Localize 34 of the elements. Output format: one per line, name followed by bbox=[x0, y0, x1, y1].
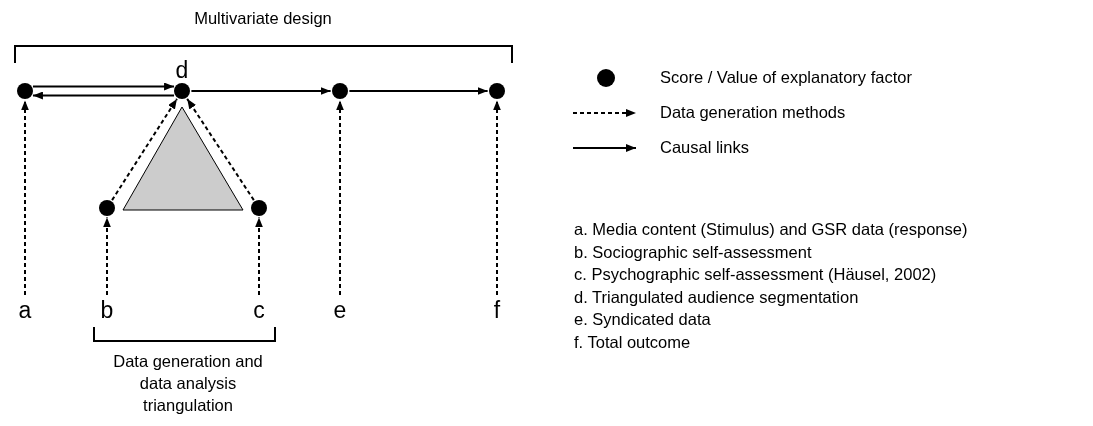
arrow bbox=[190, 87, 332, 95]
legend-text: Data generation methods bbox=[660, 102, 846, 122]
dashed-arrow bbox=[336, 99, 344, 296]
factor-letter: c bbox=[249, 297, 269, 323]
legend-text: Score / Value of explanatory factor bbox=[660, 67, 912, 87]
legend-text: Causal links bbox=[660, 137, 749, 157]
dashed-arrow bbox=[103, 216, 111, 296]
definition-text: c. Psychographic self-assessment (Häusel, 2002) bbox=[574, 264, 937, 284]
arrow bbox=[348, 87, 489, 95]
definition-text: e. Syndicated data bbox=[574, 309, 711, 329]
factor-letter: e bbox=[330, 297, 350, 323]
score-dot bbox=[489, 83, 505, 99]
score-dot bbox=[99, 200, 115, 216]
arrow bbox=[31, 91, 176, 100]
dashed-arrow bbox=[186, 97, 255, 202]
dashed-arrow bbox=[255, 216, 263, 296]
bracket-label: Data generation and data analysis triangulation bbox=[112, 351, 264, 416]
definition-text: d. Triangulated audience segmentation bbox=[574, 286, 859, 307]
factor-letter: a bbox=[15, 297, 35, 323]
score-dot bbox=[17, 83, 33, 99]
triangulation-triangle bbox=[122, 106, 244, 211]
score-dot bbox=[251, 200, 267, 216]
dashed-arrow bbox=[111, 97, 178, 202]
dashed-arrow bbox=[21, 99, 29, 296]
node-label: d bbox=[174, 57, 190, 83]
factor-letter: b bbox=[97, 297, 117, 323]
definition-text: a. Media content (Stimulus) and GSR data (response) bbox=[574, 219, 968, 239]
definition-text: b. Sociographic self-assessment bbox=[574, 241, 812, 262]
score-dot bbox=[332, 83, 348, 99]
factor-letter: f bbox=[487, 297, 507, 323]
arrow bbox=[31, 82, 176, 91]
dashed-arrow bbox=[493, 99, 501, 296]
definition-text: f. Total outcome bbox=[574, 331, 691, 352]
bracket-label: Multivariate design bbox=[193, 8, 333, 28]
